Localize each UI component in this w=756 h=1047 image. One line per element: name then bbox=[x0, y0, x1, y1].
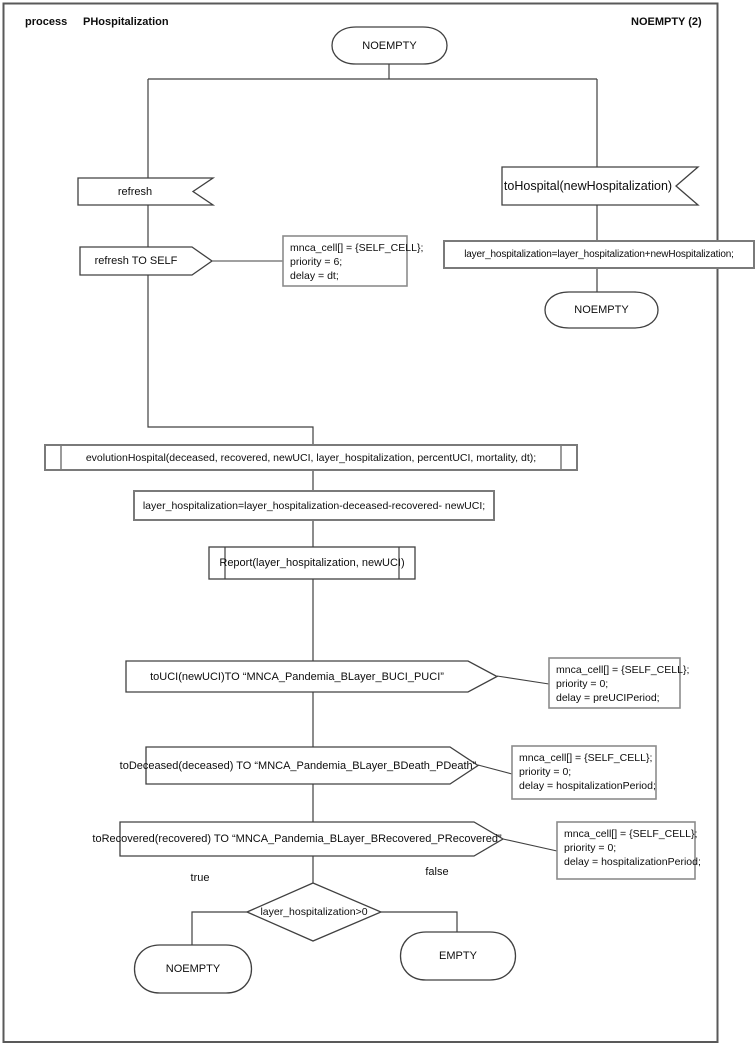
flow-lines bbox=[147, 64, 598, 945]
false-state-shape[interactable] bbox=[400, 931, 516, 981]
refresh-output-shape[interactable] bbox=[79, 246, 214, 276]
page-label: NOEMPTY (2) bbox=[631, 16, 702, 28]
process-keyword: process bbox=[25, 16, 68, 28]
comment-connector-lines bbox=[212, 260, 558, 852]
deceased-output-shape[interactable] bbox=[145, 746, 480, 785]
evolution-call-sidebars bbox=[60, 445, 562, 470]
uci-comment-box[interactable] bbox=[548, 657, 681, 709]
recovered-output-shape[interactable] bbox=[119, 821, 505, 857]
uci-output-shape[interactable] bbox=[125, 660, 499, 693]
report-call-shape[interactable] bbox=[208, 546, 416, 580]
update-task-shape[interactable] bbox=[133, 490, 495, 521]
process-name: PHospitalization bbox=[83, 16, 169, 28]
start-state-shape[interactable] bbox=[331, 26, 448, 65]
deceased-comment-box[interactable] bbox=[511, 745, 657, 800]
page-frame bbox=[2, 2, 719, 1043]
right-state-shape[interactable] bbox=[544, 291, 659, 329]
refresh-input-shape[interactable] bbox=[77, 177, 216, 206]
recovered-comment-box[interactable] bbox=[556, 821, 696, 880]
decision-shape[interactable] bbox=[245, 882, 383, 942]
report-call-sidebars bbox=[224, 547, 400, 579]
evolution-call-shape[interactable] bbox=[44, 444, 578, 471]
true-state-shape[interactable] bbox=[134, 944, 252, 994]
tohospital-input-shape[interactable] bbox=[501, 166, 700, 206]
refresh-comment-box[interactable] bbox=[282, 235, 408, 287]
add-task-shape[interactable] bbox=[443, 240, 755, 269]
